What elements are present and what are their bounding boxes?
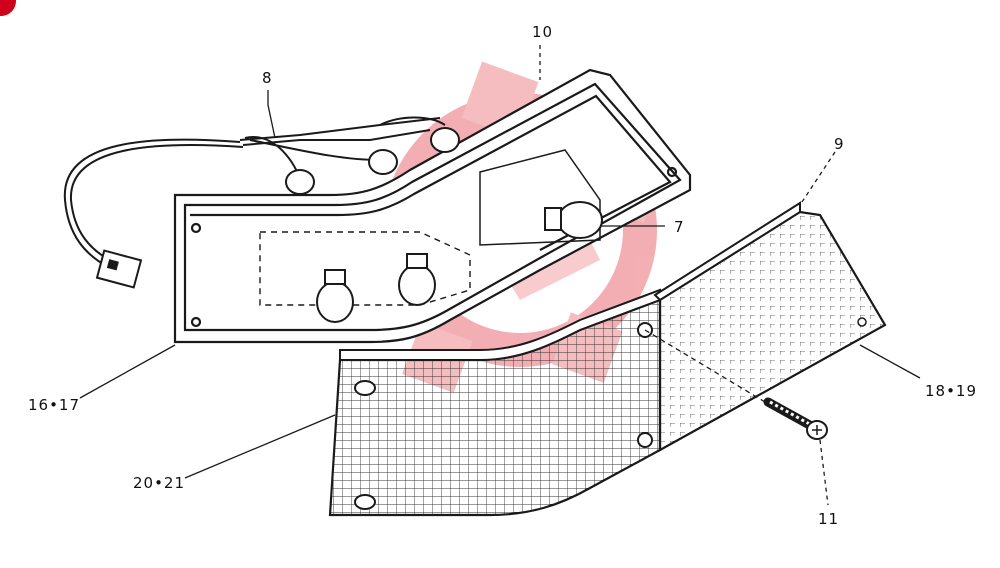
leader-lines [79, 45, 921, 506]
front-lens [328, 288, 662, 517]
side-lens [653, 201, 887, 452]
callout-16-17: 16•17 [28, 396, 81, 414]
connector-plug [95, 249, 143, 289]
callout-7: 7 [674, 218, 685, 236]
lamp-housing [173, 68, 692, 344]
callout-18-19: 18•19 [925, 382, 978, 400]
callout-9: 9 [834, 135, 845, 153]
callout-10: 10 [532, 23, 554, 41]
wiring-harness [63, 116, 446, 269]
callout-20-21: 20•21 [133, 474, 186, 492]
screw [763, 397, 828, 440]
bulbs [285, 127, 603, 323]
callout-11: 11 [818, 510, 840, 528]
callout-8: 8 [262, 69, 273, 87]
